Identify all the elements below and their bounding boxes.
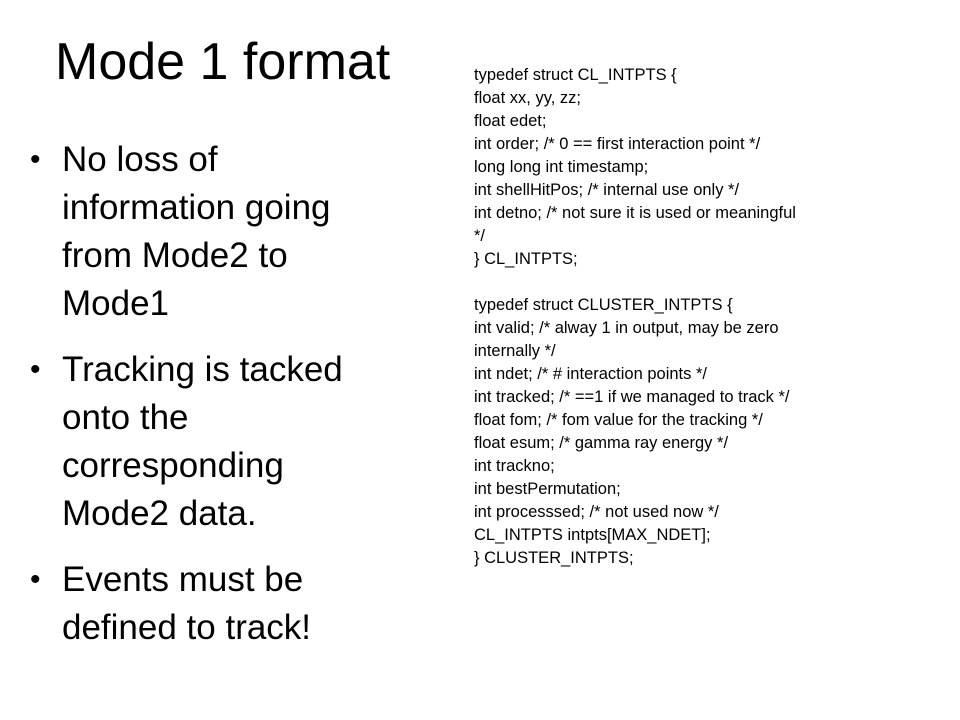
code-block-cl-intpts: typedef struct CL_INTPTS { float xx, yy,… xyxy=(474,64,944,271)
bullet-item: • No loss of information going from Mode… xyxy=(28,136,428,328)
code-line: float fom; /* fom value for the tracking… xyxy=(474,411,763,429)
code-line: long long int timestamp; xyxy=(474,158,649,176)
bullet-dot-icon: • xyxy=(30,143,41,176)
code-line: float xx, yy, zz; xyxy=(474,89,581,107)
bullet-dot-icon: • xyxy=(30,563,41,596)
code-line: int tracked; /* ==1 if we managed to tra… xyxy=(474,388,790,406)
bullet-line: corresponding xyxy=(62,446,284,485)
code-line: int shellHitPos; /* internal use only */ xyxy=(474,181,740,199)
code-line: internally */ xyxy=(474,342,556,360)
bullet-line: defined to track! xyxy=(62,608,312,647)
code-line: int detno; /* not sure it is used or mea… xyxy=(474,204,796,222)
code-line: int bestPermutation; xyxy=(474,480,621,498)
bullet-item: • Tracking is tacked onto the correspond… xyxy=(28,346,428,538)
code-line: int ndet; /* # interaction points */ xyxy=(474,365,707,383)
bullet-line: Mode2 data. xyxy=(62,494,257,533)
code-line: } CL_INTPTS; xyxy=(474,250,578,268)
bullet-line: Events must be xyxy=(62,560,304,599)
slide-title: Mode 1 format xyxy=(55,33,391,91)
code-line: } CLUSTER_INTPTS; xyxy=(474,549,634,567)
bullet-dot-icon: • xyxy=(30,353,41,386)
code-listing: typedef struct CL_INTPTS { float xx, yy,… xyxy=(474,64,944,570)
bullet-list: • No loss of information going from Mode… xyxy=(28,136,428,670)
code-line: typedef struct CLUSTER_INTPTS { xyxy=(474,296,733,314)
bullet-line: information going xyxy=(62,188,331,227)
code-line: float edet; xyxy=(474,112,547,130)
code-line: CL_INTPTS intpts[MAX_NDET]; xyxy=(474,526,711,544)
code-line: int valid; /* alway 1 in output, may be … xyxy=(474,319,779,337)
code-line: int trackno; xyxy=(474,457,555,475)
bullet-line: Tracking is tacked xyxy=(62,350,343,389)
code-line: int order; /* 0 == first interaction poi… xyxy=(474,135,761,153)
bullet-item: • Events must be defined to track! xyxy=(28,556,428,652)
bullet-line: Mode1 xyxy=(62,284,170,323)
bullet-line: onto the xyxy=(62,398,189,437)
code-line: float esum; /* gamma ray energy */ xyxy=(474,434,729,452)
code-line: typedef struct CL_INTPTS { xyxy=(474,66,677,84)
code-line: */ xyxy=(474,227,486,245)
bullet-line: from Mode2 to xyxy=(62,236,288,275)
code-line: int processsed; /* not used now */ xyxy=(474,503,719,521)
code-block-cluster-intpts: typedef struct CLUSTER_INTPTS { int vali… xyxy=(474,294,944,570)
bullet-line: No loss of xyxy=(62,140,218,179)
code-spacer xyxy=(474,271,944,294)
